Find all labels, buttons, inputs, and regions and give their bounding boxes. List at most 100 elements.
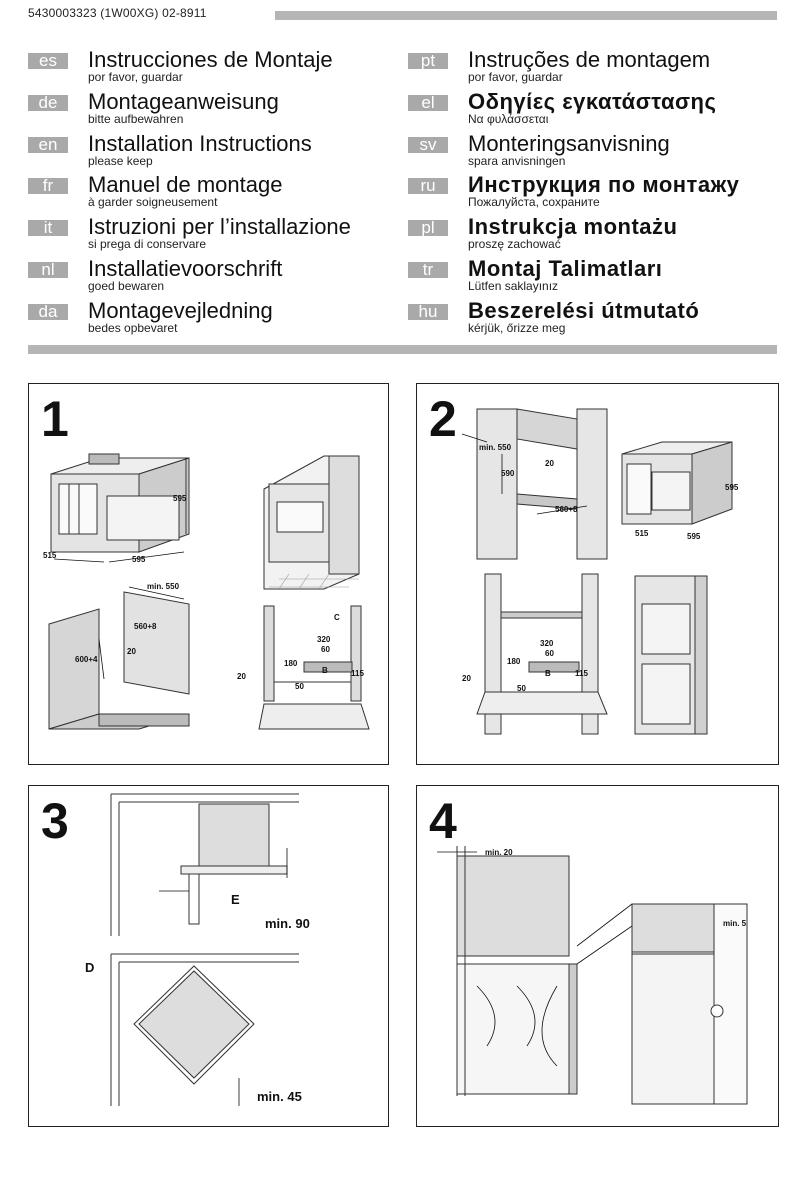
language-title: Istruzioni per l’installazione (88, 214, 351, 240)
p3-label-d: D (85, 960, 94, 975)
p2-vent-50: 50 (517, 684, 526, 693)
p2-oven-depth: 515 (635, 529, 649, 538)
language-code: es (28, 52, 68, 69)
language-title: Beszerelési útmutató (468, 297, 700, 323)
language-subtitle: si prega di conservare (88, 237, 207, 252)
p2-tall-height: 590 (501, 469, 515, 478)
oven-dimensions-diagram: 595 515 595 min. 550 560+8 600+4 (43, 453, 370, 730)
p1-vent-60: 60 (321, 645, 330, 654)
language-code: en (28, 136, 68, 153)
panel-number: 3 (41, 793, 69, 849)
language-code: da (28, 303, 68, 320)
language-title: Monteringsanvisning (468, 130, 670, 156)
language-subtitle: à garder soigneusement (88, 195, 218, 210)
p2-oven-height: 595 (725, 483, 739, 492)
top-divider (275, 11, 777, 20)
language-code: pt (408, 52, 448, 69)
language-subtitle: goed bewaren (88, 279, 165, 293)
language-subtitle: bedes opbevaret (88, 320, 178, 335)
language-subtitle: por favor, guardar (88, 70, 183, 84)
p4-min-5: min. 5 (723, 919, 747, 928)
p2-vent-180: 180 (507, 657, 521, 666)
language-subtitle: spara anvisningen (468, 153, 566, 168)
language-title: Manuel de montage (88, 172, 283, 198)
panel-number: 4 (429, 793, 457, 849)
p1-vent-180: 180 (284, 659, 298, 668)
language-code: de (28, 94, 68, 111)
panel-number: 2 (429, 391, 457, 447)
language-subtitle: Пожалуйста, сохраните (468, 195, 600, 210)
p2-tall-depth: min. 550 (479, 443, 512, 452)
language-title: Installatievoorschrift (88, 256, 283, 281)
language-code: hu (408, 303, 448, 320)
p1-vent-20: 20 (237, 672, 246, 681)
p1-cabinet-gap: 20 (127, 647, 136, 656)
p2-vent-20: 20 (462, 674, 471, 683)
panel-1: 1 595 515 595 (28, 383, 389, 765)
p4-min-20: min. 20 (485, 848, 513, 857)
language-code: tr (408, 261, 448, 278)
p2-tall-width: 560+8 (555, 505, 578, 514)
language-title: Instruções de montagem (468, 47, 711, 72)
language-code: it (28, 219, 68, 237)
p3-min-45: min. 45 (257, 1089, 302, 1104)
language-code: pl (408, 219, 448, 237)
language-subtitle: kérjük, őrizze meg (468, 320, 566, 335)
p1-cabinet-width: 560+8 (134, 622, 157, 631)
p1-vent-320: 320 (317, 635, 331, 644)
p3-label-e: E (231, 892, 240, 907)
language-title: Οδηγίες εγκατάστασης (468, 88, 717, 114)
p1-vent-b: B (322, 666, 328, 675)
language-subtitle: Lütfen saklayınız (468, 279, 559, 293)
language-subtitle: please keep (88, 153, 153, 168)
language-title: Installation Instructions (88, 130, 312, 156)
language-code: sv (408, 136, 448, 153)
p1-cabinet-depth: min. 550 (147, 582, 180, 591)
language-code: fr (28, 177, 68, 195)
language-title: Montaj Talimatları (468, 256, 663, 281)
panel-2: 2 min. 550 590 20 560+8 595 515 595 (416, 383, 779, 765)
language-subtitle: proszę zachować (468, 237, 561, 252)
language-title: Инструкция по монтажу (468, 172, 740, 198)
panel-4: 4 min. 20 min. 5 (416, 785, 779, 1127)
language-code: ru (408, 177, 448, 195)
p1-vent-c: C (334, 613, 340, 622)
panel-number: 1 (41, 391, 69, 447)
language-code: el (408, 94, 448, 111)
p2-vent-60: 60 (545, 649, 554, 658)
language-title: Montagevejledning (88, 297, 273, 323)
p2-vent-b: B (545, 669, 551, 678)
p1-oven-depth: 515 (43, 551, 57, 560)
language-subtitle: por favor, guardar (468, 70, 563, 84)
language-title: Instrucciones de Montaje (88, 47, 333, 72)
p2-oven-width: 595 (687, 532, 701, 541)
p2-vent-115: 115 (575, 669, 588, 678)
p2-vent-320: 320 (540, 639, 554, 648)
language-title: Montageanweisung (88, 88, 279, 114)
corner-install-diagram: E min. 90 D min. 45 (85, 793, 310, 1106)
ventilation-gap-diagram: min. 20 min. 5 (437, 846, 748, 1105)
p1-vent-115: 115 (351, 669, 364, 678)
language-title: Instrukcja montażu (468, 214, 678, 240)
p1-oven-width: 595 (132, 555, 146, 564)
p1-oven-height: 595 (173, 494, 187, 503)
language-subtitle: bitte aufbewahren (88, 111, 184, 126)
p1-vent-50: 50 (295, 682, 304, 691)
p2-tall-gap: 20 (545, 459, 554, 468)
document-id: 5430003323 (1W00XG) 02-8911 (28, 6, 207, 20)
language-subtitle: Να φυλάσσεται (468, 111, 549, 126)
p3-min-90: min. 90 (265, 916, 310, 931)
tall-cabinet-diagram: min. 550 590 20 560+8 595 515 595 320 60… (461, 408, 739, 735)
